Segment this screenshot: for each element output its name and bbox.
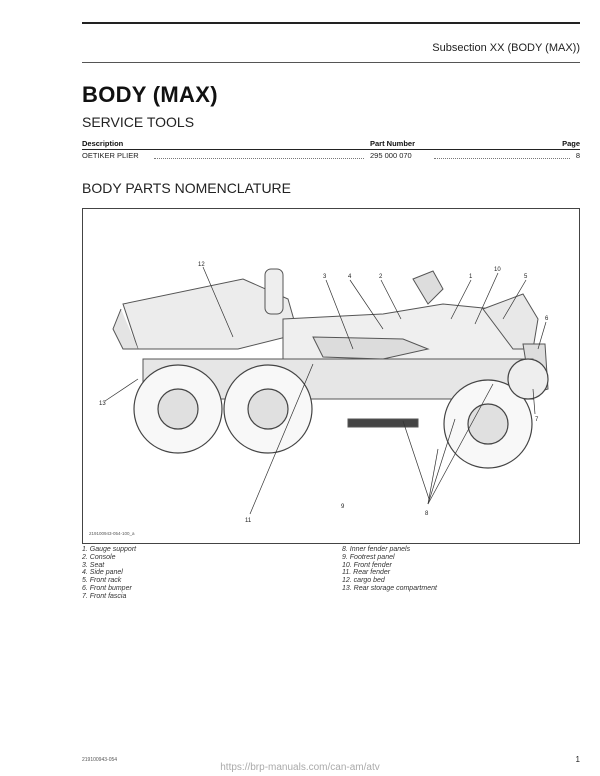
service-tools-heading: SERVICE TOOLS [82, 114, 195, 130]
legend-item: 4. Side panel [82, 569, 123, 577]
legend-item: 11. Rear fender [342, 569, 391, 577]
legend-right: 8. Inner fender panels 9. Footrest panel… [342, 546, 437, 593]
tool-part-number: 295 000 070 [370, 151, 412, 160]
leader-dots [154, 158, 364, 159]
legend-item: 5. Front rack [82, 577, 122, 585]
callout-10: 10 [494, 267, 501, 273]
legend-item: 8. Inner fender panels [342, 546, 411, 553]
legend-item: 13. Rear storage compartment [342, 584, 437, 592]
legend-item: 3. Seat [82, 561, 105, 569]
callout-4: 4 [348, 274, 352, 280]
legend-item: 9. Footrest panel [342, 553, 395, 561]
subsection-rule [82, 62, 580, 63]
tool-page-link[interactable]: 8 [575, 151, 580, 160]
legend-left: 1. Gauge support 2. Console 3. Seat 4. S… [82, 546, 136, 601]
atv-illustration-figure: 12 3 4 2 1 10 5 6 7 8 9 11 13 219100943-… [82, 208, 580, 544]
atv-illustration: 12 3 4 2 1 10 5 6 7 8 9 11 13 [99, 262, 549, 524]
legend-item: 1. Gauge support [82, 546, 137, 553]
callout-12: 12 [198, 262, 205, 268]
callout-8: 8 [425, 511, 429, 517]
footer-url-link[interactable]: https://brp-manuals.com/can-am/atv [220, 762, 380, 773]
callout-2: 2 [379, 274, 383, 280]
footer-doc-code: 219100943-054 [82, 757, 118, 763]
tools-table-rule [82, 149, 580, 150]
figure-code: 219100943-054-100_a [89, 531, 135, 536]
callout-7: 7 [535, 417, 539, 423]
leader-dots [434, 158, 570, 159]
legend-item: 2. Console [82, 553, 116, 561]
callout-9: 9 [341, 504, 345, 510]
callout-11: 11 [245, 518, 252, 524]
tools-table-header: Description Part Number Page [82, 139, 580, 149]
tool-description: OETIKER PLIER [82, 151, 139, 160]
callout-5: 5 [524, 274, 528, 280]
table-row: OETIKER PLIER 295 000 070 8 [82, 151, 580, 161]
legend-item: 10. Front fender [342, 561, 392, 569]
page-title: BODY (MAX) [82, 82, 218, 107]
callout-13: 13 [99, 401, 106, 407]
subsection-header: Subsection XX (BODY (MAX)) [432, 42, 580, 54]
legend-item: 6. Front bumper [82, 584, 132, 592]
column-description: Description [82, 139, 124, 148]
callout-1: 1 [469, 274, 473, 280]
column-page: Page [562, 139, 580, 148]
nomenclature-heading: BODY PARTS NOMENCLATURE [82, 180, 292, 196]
legend-item: 12. cargo bed [342, 577, 385, 585]
callout-6: 6 [545, 316, 549, 322]
top-rule [82, 22, 580, 24]
callout-3: 3 [323, 274, 327, 280]
legend-item: 7. Front fascia [82, 592, 127, 600]
column-part-number: Part Number [370, 139, 416, 148]
footer-page-number: 1 [575, 755, 580, 764]
